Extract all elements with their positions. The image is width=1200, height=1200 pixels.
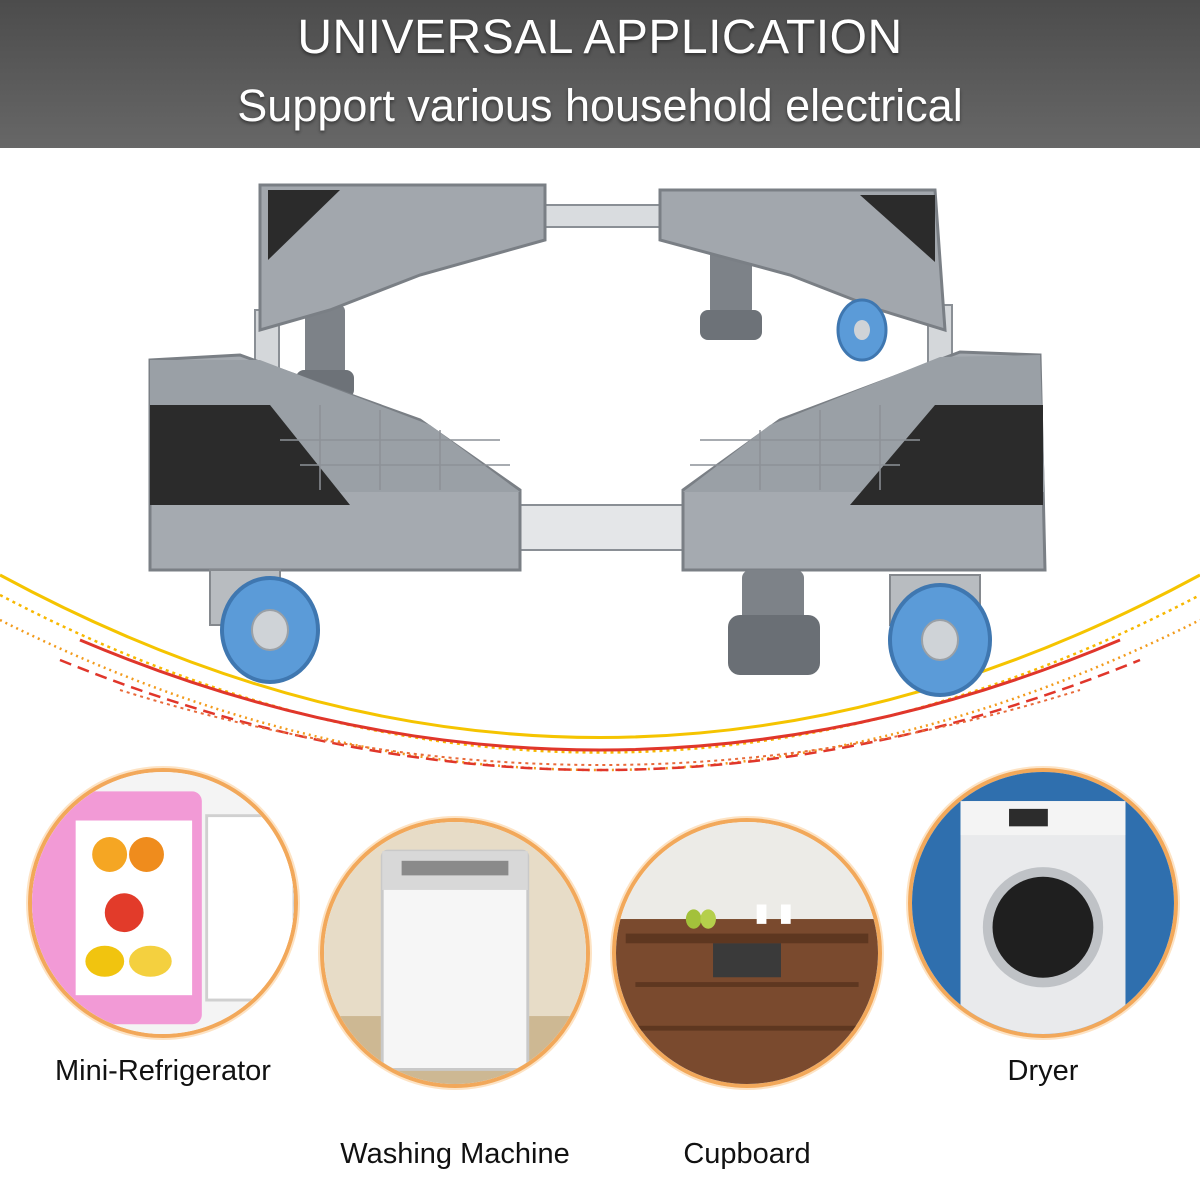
decorative-arcs (0, 573, 1200, 772)
page-title: UNIVERSAL APPLICATION (297, 11, 903, 64)
label-dryer: Dryer (1007, 1055, 1079, 1087)
washing-machine-photo (320, 818, 590, 1088)
appliance-stand (148, 183, 1047, 697)
label-cupboard: Cupboard (683, 1138, 811, 1170)
label-washing-machine: Washing Machine (340, 1138, 570, 1170)
page-subtitle: Support various household electrical (237, 80, 963, 131)
dryer-photo (908, 768, 1178, 1038)
cupboard-photo (612, 818, 882, 1088)
mini-refrigerator-photo (28, 768, 298, 1038)
header-banner: UNIVERSAL APPLICATION Support various ho… (0, 0, 1200, 148)
product-illustration (0, 183, 1200, 772)
label-mini-refrigerator: Mini-Refrigerator (55, 1055, 271, 1087)
